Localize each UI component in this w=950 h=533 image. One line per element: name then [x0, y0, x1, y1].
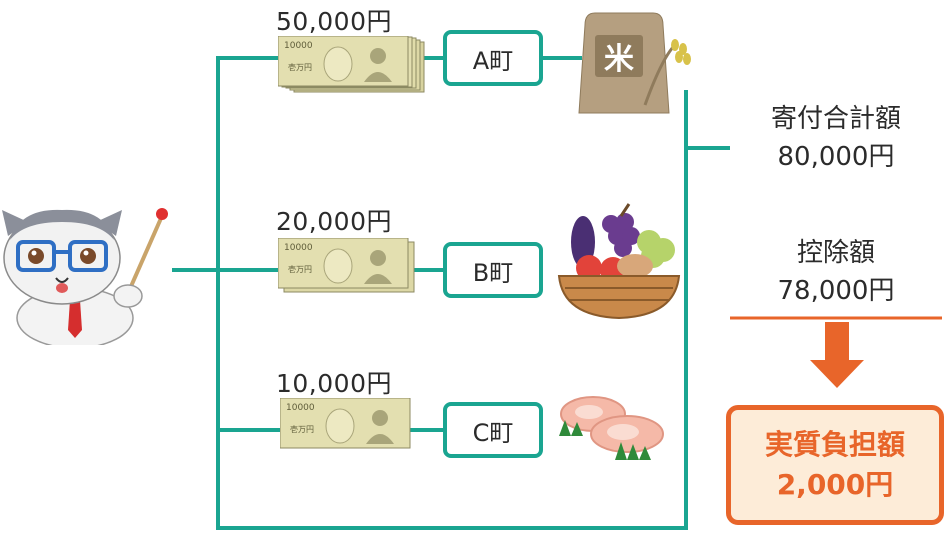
town-c-box: C町: [443, 402, 543, 458]
banknote-a: 10000 壱万円: [278, 36, 409, 87]
amount-b: 20,000円: [276, 207, 392, 236]
amount-a: 50,000円: [276, 7, 392, 36]
town-a-box: A町: [443, 30, 543, 86]
banknote-c: 10000 壱万円: [280, 398, 411, 449]
svg-text:壱万円: 壱万円: [288, 264, 312, 274]
svg-text:10000: 10000: [284, 243, 313, 253]
net-burden-value: 2,000円: [776, 468, 894, 501]
svg-text:10000: 10000: [286, 403, 315, 413]
amount-c: 10,000円: [276, 369, 392, 398]
deduction-value: 78,000円: [777, 276, 895, 306]
total-label: 寄付合計額 80,000円: [730, 100, 942, 176]
net-burden-box: 実質負担額 2,000円: [726, 405, 944, 525]
right-trunk-line: [218, 90, 688, 530]
meat-icon: [559, 396, 664, 460]
rice-label: 米: [604, 42, 634, 77]
cat-teacher-mascot: [2, 208, 168, 345]
banknote-stack-a: 10000 壱万円: [278, 36, 425, 93]
svg-text:壱万円: 壱万円: [288, 62, 312, 72]
deduction-title: 控除額: [796, 238, 875, 268]
town-b-box: B町: [443, 242, 543, 298]
svg-text:壱万円: 壱万円: [290, 424, 314, 434]
banknote-stack-b: 10000 壱万円: [278, 238, 415, 293]
banknote-b: 10000 壱万円: [278, 238, 409, 289]
net-burden-title: 実質負担額: [764, 428, 905, 461]
vegetable-basket-icon: [557, 203, 681, 320]
rice-bag-icon: 米: [578, 12, 691, 114]
svg-text:10000: 10000: [284, 41, 313, 51]
total-value: 80,000円: [777, 142, 895, 172]
down-arrow: [810, 322, 864, 388]
total-title: 寄付合計額: [770, 104, 901, 134]
deduction-label: 控除額 78,000円: [730, 234, 942, 310]
